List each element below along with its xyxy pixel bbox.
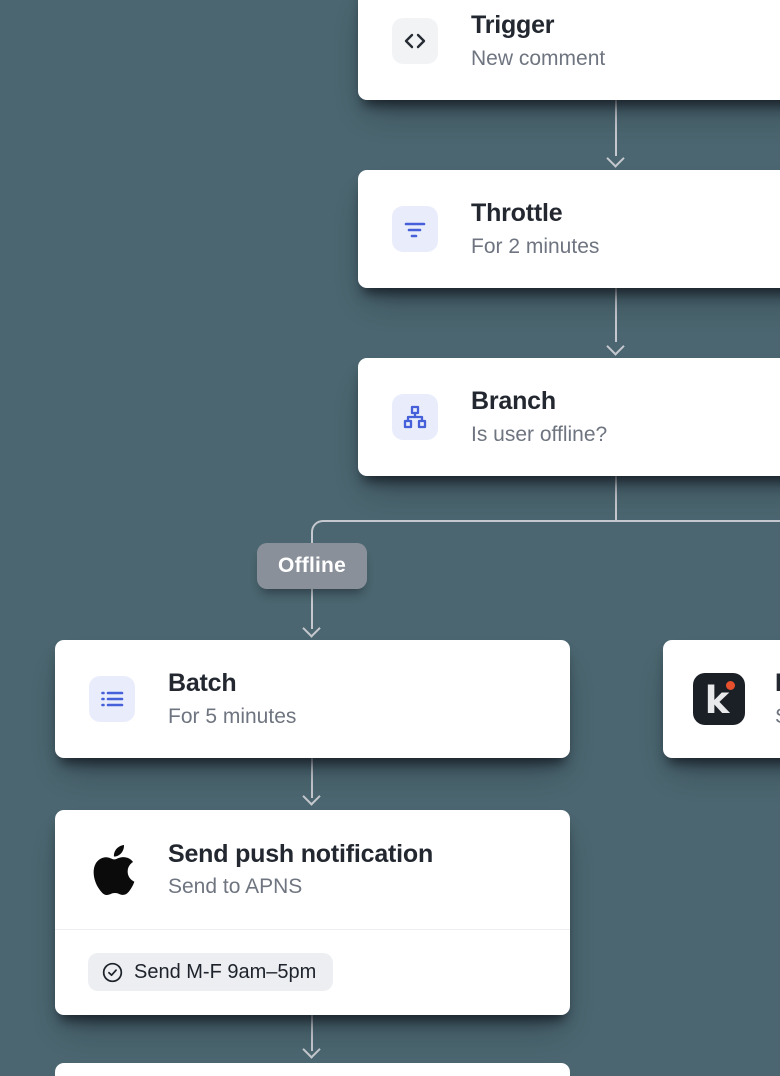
node-title: Batch [168,669,237,698]
batch-node[interactable]: Batch For 5 minutes [55,640,570,758]
connector-line [615,288,617,342]
schedule-badge[interactable]: Send M-F 9am–5pm [88,953,334,991]
apple-icon [93,844,135,895]
connector-corner [311,520,335,544]
trigger-node[interactable]: Trigger New comment [358,0,780,100]
code-icon [392,18,438,64]
node-subtitle: For 5 minutes [168,704,297,728]
arrow-down-icon [302,619,321,638]
node-subtitle: Is user offline? [471,422,608,446]
branch-label-offline[interactable]: Offline [257,543,367,589]
connector-line [311,758,313,798]
knock-logo-icon: k [693,673,745,725]
arrow-down-icon [302,1040,321,1059]
node-title: Send push notification [168,839,434,868]
arrow-down-icon [302,787,321,806]
arrow-down-icon [606,337,625,356]
push-notification-node[interactable]: Send push notification Send to APNS Send… [55,810,570,1015]
throttle-node[interactable]: Throttle For 2 minutes [358,170,780,288]
node-title: I [775,669,780,698]
connector-line [333,520,780,522]
arrow-down-icon [606,149,625,168]
branch-node[interactable]: Branch Is user offline? [358,358,780,476]
node-subtitle: S [775,705,780,729]
node-title: Throttle [471,199,563,228]
next-node-partial[interactable] [55,1063,570,1076]
throttle-filter-icon [392,206,438,252]
node-subtitle: New comment [471,46,606,70]
check-circle-icon [102,962,123,982]
knock-node[interactable]: k I S [663,640,780,758]
branch-sitemap-icon [392,394,438,440]
schedule-badge-label: Send M-F 9am–5pm [134,960,317,983]
node-title: Branch [471,387,556,416]
node-subtitle: For 2 minutes [471,234,600,258]
node-title: Trigger [471,11,555,40]
node-subtitle: Send to APNS [168,875,303,899]
batch-list-icon [89,676,135,722]
connector-line [615,100,617,156]
connector-line [615,476,617,522]
connector-line [311,1015,313,1051]
